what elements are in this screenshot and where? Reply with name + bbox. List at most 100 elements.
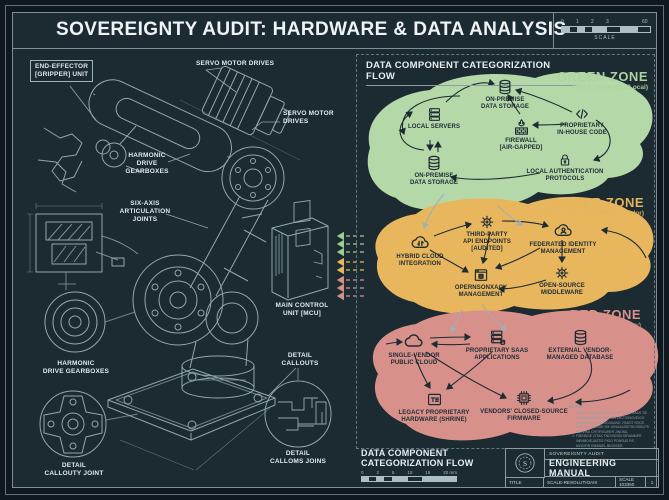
label-harmonic-mid: HARMONIC DRIVE GEARBOXES xyxy=(125,152,169,176)
node-label: FIREWALL [AIR-GAPPED] xyxy=(499,138,543,152)
node-label: OPERNSONXACY MANAGEMENT xyxy=(454,285,508,299)
node-third-party-api: THIRD-PARTY API ENDPOINTS [AUDITED] xyxy=(442,213,532,254)
node-external-database: EXTERNAL VENDOR- MANAGED DATABASE xyxy=(535,328,625,362)
database-icon xyxy=(499,79,511,95)
titleblock-cell: 1 xyxy=(650,479,654,485)
node-firewall: FIREWALL [AIR-GAPPED] xyxy=(476,118,566,152)
node-proprietary-saas: PROPRIETARY SAAS APPLICATIONS xyxy=(452,328,542,362)
stamp-logo: S xyxy=(506,449,545,478)
node-hybrid-cloud: HYBRID CLOUD INTEGRATION xyxy=(375,232,465,268)
database-icon xyxy=(428,155,440,171)
amber-zone-header: AMBER ZONE (Tier 2: Distributed/Multi-ve… xyxy=(543,195,644,218)
legacy-hardware-icon xyxy=(427,393,441,406)
label-end-effector: END-EFFECTOR [GRIPPER] UNIT xyxy=(30,60,94,83)
titleblock-cell: SCALE 103350 xyxy=(616,477,646,487)
seal-icon: S xyxy=(515,453,535,473)
note-item: FIBRIDGE CITAX TNOVIDSDOGRAMMER INBIMIDI… xyxy=(576,434,649,448)
scale-tick: 2 xyxy=(376,470,379,475)
zone-tier: (Tier 2: Distributed/Multi-vendor) xyxy=(543,210,644,218)
page-title: SOVEREIGNTY AUDIT: HARDWARE & DATA ANALY… xyxy=(56,19,567,40)
scale-tick: 15 xyxy=(425,470,431,475)
scale-bar-segments xyxy=(561,26,651,33)
node-local-servers: LOCAL SERVERS xyxy=(389,106,479,131)
label-detail-joint: DETAIL CALLOUTY JOINT xyxy=(44,462,104,478)
code-icon xyxy=(576,109,588,119)
gear-icon xyxy=(480,215,494,229)
database-icon xyxy=(574,329,586,346)
gear-icon xyxy=(555,266,569,280)
label-servo-right: SERVO MOTOR DRIVES xyxy=(283,110,334,126)
node-local-auth: LOCAL AUTHENTICATION PROTOCOLS xyxy=(520,152,610,183)
node-proprietary-code: PROPRIETARY IN-HOUSE CODE xyxy=(537,106,627,137)
zone-tier: (Tier 1: Sovereign/Local) xyxy=(572,84,648,92)
node-label: LEGACY PROPRIETARY HARDWARE (SHRINE) xyxy=(398,410,470,424)
node-on-premise-storage-bottom: ON-PREMISE DATA STORAGE xyxy=(389,154,479,187)
label-six-axis: SIX-AXIS ARTICULATION JOINTS xyxy=(119,200,171,224)
scale-tick: 0 xyxy=(561,19,564,25)
node-open-source-middleware: OPEN-SOURCE MIDDLEWARE xyxy=(517,264,607,297)
scale-tick: 2 xyxy=(591,19,594,25)
zone-name: GREEN ZONE xyxy=(557,69,648,84)
scale-tick: 20 mm xyxy=(443,470,457,475)
title-bar: SOVEREIGNTY AUDIT: HARDWARE & DATA ANALY… xyxy=(12,12,566,49)
cloud-user-icon xyxy=(554,224,572,236)
node-label: VENDORS' CLOSED-SOURCE FIRMWARE xyxy=(480,409,568,423)
node-label: ON-PREMISE DATA STORAGE xyxy=(481,97,529,111)
saas-stack-icon xyxy=(490,330,505,346)
node-single-vendor-cloud: SINGLE-VENDOR PUBLIC CLOUD xyxy=(369,330,459,367)
cloud-icon xyxy=(404,334,423,347)
zone-name: AMBER ZONE xyxy=(551,195,644,210)
panel-header: DATA COMPONENT CATEGORIZATION FLOW xyxy=(366,60,576,86)
green-zone-header: GREEN ZONE (Tier 1: Sovereign/Local) xyxy=(557,69,648,92)
node-label: LOCAL SERVERS xyxy=(407,124,461,130)
node-label: FEDERATED IDENTITY MANAGEMENT xyxy=(529,242,597,256)
titleblock-cell: SCALE-RESOLUTIOAIII xyxy=(544,477,616,487)
scale-tick: 10 xyxy=(407,470,413,475)
firewall-icon xyxy=(514,119,528,135)
label-detail-wiring: DETAIL CALLOMS JOINS xyxy=(269,450,327,466)
top-scale-bar: 0 1 2 3 60 SCALE xyxy=(553,12,657,49)
label-detail-callouts: DETAIL CALLOUTS xyxy=(281,352,319,368)
scale-tick: 3 xyxy=(606,19,609,25)
node-label: PROPRIETARY SAAS APPLICATIONS xyxy=(465,348,529,362)
titleblock-project: SOVEREIGNTY AUDIT xyxy=(544,449,658,460)
scale-tick: 0 xyxy=(361,470,364,475)
label-mcu: MAIN CONTROL UNIT [MCU] xyxy=(275,302,329,318)
notes-block: NOTES SANS IGEARBADE TES INGRIGER SAAS T… xyxy=(569,404,649,448)
scale-label: SCALE xyxy=(594,35,616,41)
node-on-premise-storage-top: ON-PREMISE DATA STORAGE xyxy=(460,78,550,111)
scale-bar-segments xyxy=(361,476,457,482)
notes-heading: NOTES xyxy=(569,404,583,409)
node-label: EXTERNAL VENDOR- MANAGED DATABASE xyxy=(546,348,614,362)
node-label: OPEN-SOURCE MIDDLEWARE xyxy=(539,283,585,297)
chip-icon xyxy=(517,391,531,405)
titleblock-doc: ENGINEERING MANUAL xyxy=(544,458,658,478)
node-closed-source-firmware: VENDORS' CLOSED-SOURCE FIRMWARE xyxy=(479,388,569,423)
node-label: PROPRIETARY IN-HOUSE CODE xyxy=(557,123,607,137)
outer-frame xyxy=(5,5,664,495)
lock-icon xyxy=(560,154,570,166)
scale-tick: 60 xyxy=(642,19,648,25)
label-servo-top: SERVO MOTOR DRIVES xyxy=(196,60,275,67)
note-item: SANS IGEARBADE TES INGRIGER SAAS TIE INI… xyxy=(576,411,649,434)
footer-flow-label: DATA COMPONENT CATEGORIZATION FLOW xyxy=(361,448,474,469)
node-label: SINGLE-VENDOR PUBLIC CLOUD xyxy=(388,353,440,367)
scale-tick: 5 xyxy=(391,470,395,475)
window-gear-icon xyxy=(474,269,488,281)
title-block: S SOVEREIGNTY AUDIT ENGINEERING MANUAL T… xyxy=(505,448,659,488)
svg-text:S: S xyxy=(523,459,527,468)
node-opern-management: OPERNSONXACY MANAGEMENT xyxy=(436,266,526,299)
node-legacy-hardware: LEGACY PROPRIETARY HARDWARE (SHRINE) xyxy=(389,390,479,424)
scale-tick: 1 xyxy=(576,19,579,25)
node-label: THIRD-PARTY API ENDPOINTS [AUDITED] xyxy=(463,232,511,253)
node-label: LOCAL AUTHENTICATION PROTOCOLS xyxy=(526,169,604,183)
server-icon xyxy=(428,108,440,121)
node-label: ON-PREMISE DATA STORAGE xyxy=(410,173,458,187)
label-harmonic-bottom: HARMONIC DRIVE GEARBOXES xyxy=(42,360,110,376)
zone-name: RED ZONE xyxy=(569,307,641,322)
node-federated-identity: FEDERATED IDENTITY MANAGEMENT xyxy=(518,220,608,256)
titleblock-bottom-row: TITLE SCALE-RESOLUTIOAIII SCALE 103350 1 xyxy=(506,477,658,487)
titleblock-cell: TITLE xyxy=(506,477,544,487)
cloud-sync-icon xyxy=(411,236,429,248)
